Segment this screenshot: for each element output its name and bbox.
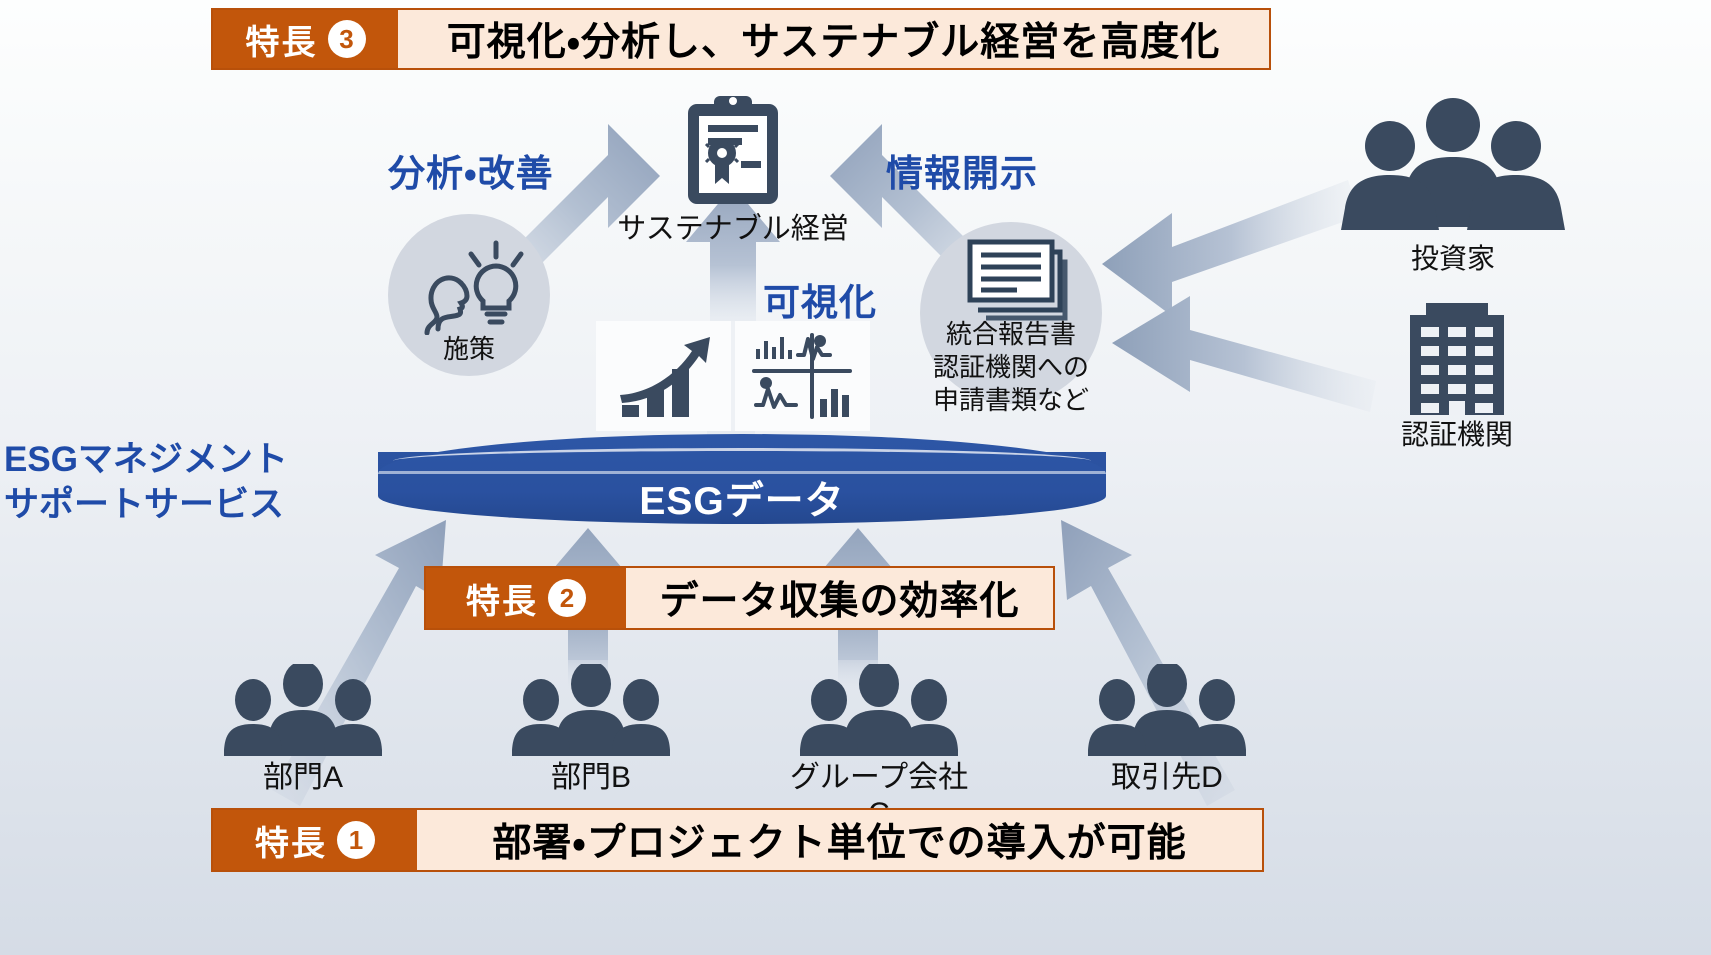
growth-chart-icon: [596, 321, 731, 431]
investor-label: 投資家: [1410, 243, 1495, 274]
feature-1-tag-label: 特長: [255, 824, 327, 863]
feature-1-number: 1: [337, 821, 375, 859]
feature-3-number: 3: [327, 20, 366, 58]
node-report-label: 統合報告書 認証機関への 申請書類など: [932, 319, 1089, 416]
feature-3-tag-label: 特長: [245, 23, 318, 62]
source-label-b: 部門B: [550, 761, 631, 794]
idea-person-icon: [409, 240, 534, 335]
source-group-icon-b: [512, 664, 670, 756]
document-stack-icon: [952, 238, 1070, 328]
node-measures-label: 施策: [442, 334, 495, 364]
label-analysis-improve: 分析・改善: [388, 153, 554, 194]
feature-1-text: 部署・プロジェクト単位での導入が可能: [417, 810, 1262, 870]
sustainable-management-clipboard-icon: [684, 92, 782, 208]
visualization-panel: [596, 321, 870, 431]
esg-data-cylinder: ESGデータ: [378, 434, 1106, 524]
certification-building-icon: [1402, 299, 1512, 415]
feature-2-text: データ収集の効率化: [626, 568, 1053, 628]
analytics-chart-icon: [735, 321, 870, 431]
label-information-disclosure: 情報開示: [886, 153, 1038, 194]
service-name-label: ESGマネジメント サポートサービス: [4, 440, 288, 524]
feature-banner-2: 特長 2 データ収集の効率化: [424, 566, 1055, 630]
source-group-icon-c: [800, 664, 958, 756]
source-group-icon-d: [1088, 664, 1246, 756]
source-label-a: 部門A: [262, 761, 343, 794]
cylinder-label: ESGデータ: [639, 480, 845, 523]
investors-group-icon: [1339, 97, 1567, 230]
source-group-icon-a: [224, 664, 382, 756]
source-label-d: 取引先D: [1111, 761, 1223, 794]
feature-banner-1: 特長 1 部署・プロジェクト単位での導入が可能: [211, 808, 1264, 872]
label-visualization: 可視化: [763, 282, 877, 323]
feature-3-tag: 特長 3: [213, 10, 398, 68]
viz-divider: [731, 321, 735, 431]
feature-2-number: 2: [548, 579, 586, 617]
feature-1-tag: 特長 1: [213, 810, 417, 870]
source-label-c: グループ会社C: [789, 761, 969, 830]
certifier-label: 認証機関: [1400, 419, 1513, 450]
arrow-certifier-to-report: [1112, 296, 1376, 412]
feature-3-text: 可視化・分析し、サステナブル経営を高度化: [398, 10, 1269, 68]
cylinder-top-ellipse: [378, 434, 1106, 474]
feature-2-tag-label: 特長: [466, 582, 538, 621]
center-node-label: サステナブル経営: [617, 213, 849, 245]
feature-2-tag: 特長 2: [426, 568, 626, 628]
arrow-investor-to-report: [1102, 180, 1360, 316]
feature-banner-3: 特長 3 可視化・分析し、サステナブル経営を高度化: [211, 8, 1271, 70]
